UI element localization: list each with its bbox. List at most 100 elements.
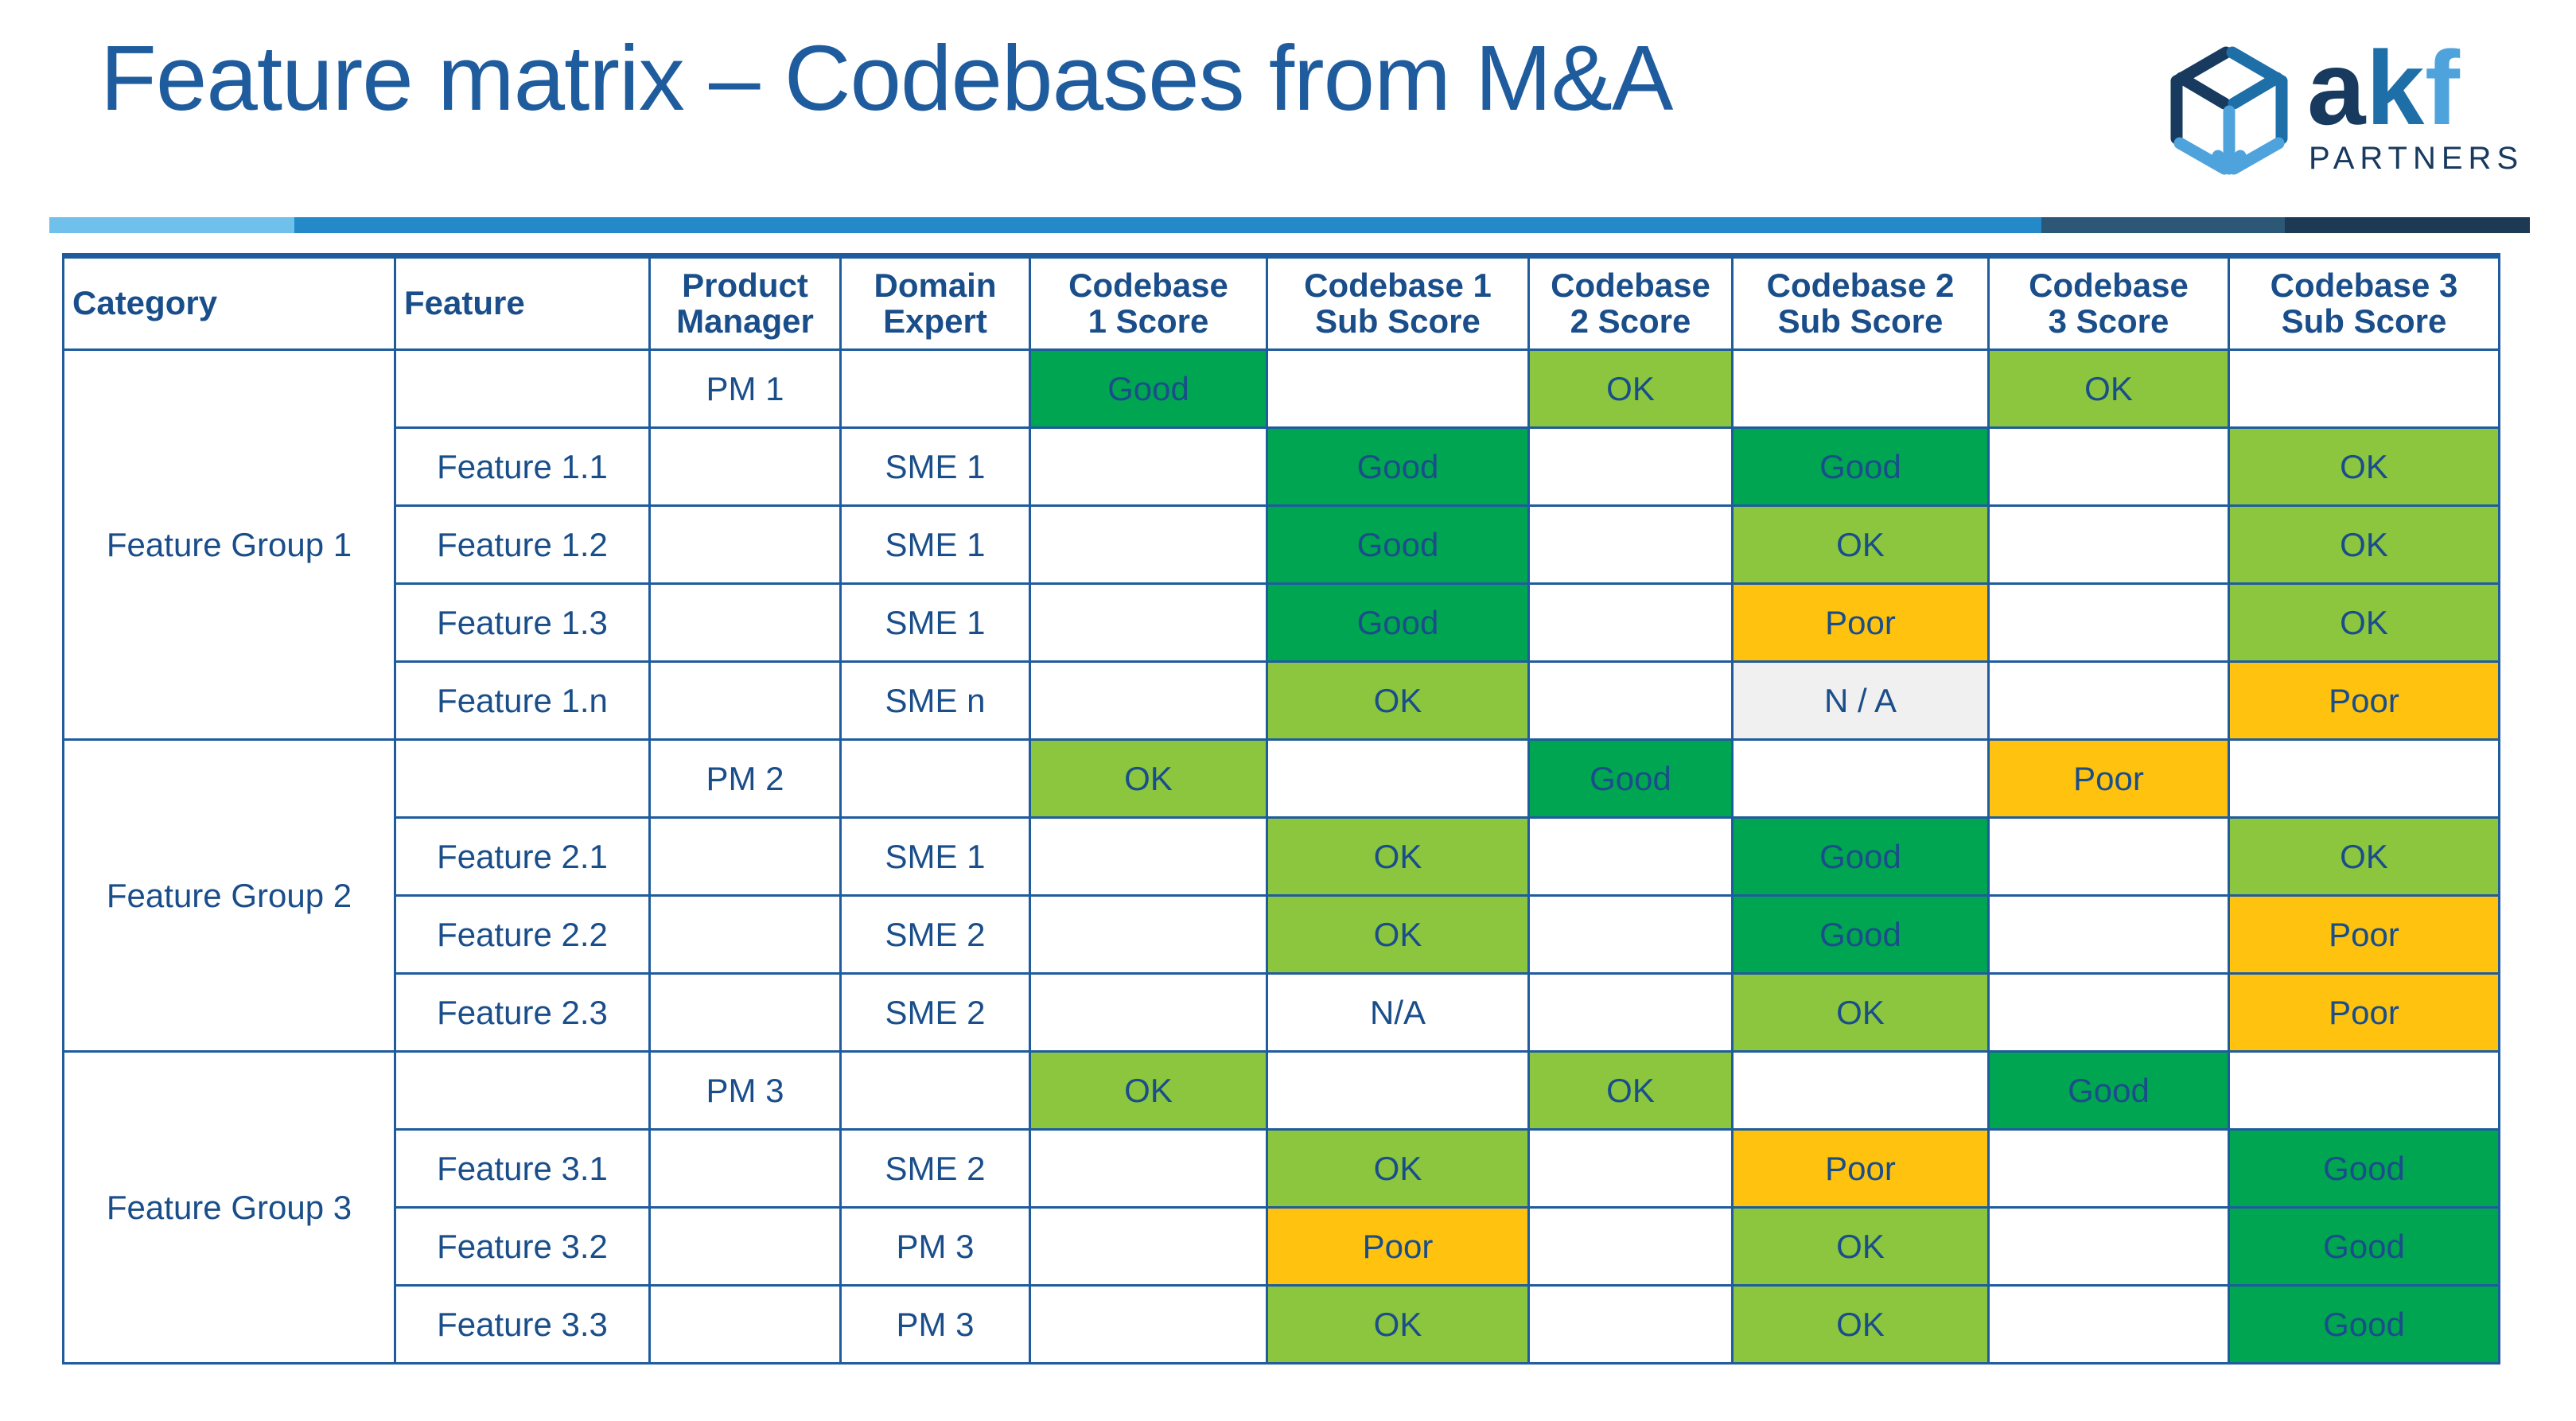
cell-codebase-2-score[interactable] — [1527, 504, 1734, 585]
cell-codebase-2-score[interactable] — [1527, 660, 1734, 741]
cell-codebase-2-sub-score[interactable]: Good — [1731, 894, 1990, 975]
cell-codebase-2-score[interactable] — [1527, 582, 1734, 663]
cell-codebase-3-sub-score[interactable]: Good — [2228, 1284, 2500, 1365]
cell-codebase-3-sub-score[interactable]: Poor — [2228, 894, 2500, 975]
cell-domain-expert[interactable]: SME 1 — [839, 816, 1031, 897]
cell-codebase-3-sub-score[interactable]: OK — [2228, 426, 2500, 507]
cell-codebase-3-score[interactable] — [1987, 660, 2230, 741]
cell-domain-expert[interactable]: PM 3 — [839, 1284, 1031, 1365]
cell-codebase-1-sub-score[interactable]: OK — [1266, 1128, 1530, 1209]
cell-codebase-1-sub-score[interactable]: N/A — [1266, 972, 1530, 1053]
cell-codebase-1-sub-score[interactable]: OK — [1266, 894, 1530, 975]
cell-feature[interactable]: Feature 2.2 — [394, 894, 651, 975]
cell-codebase-1-score[interactable]: Good — [1029, 348, 1268, 429]
cell-domain-expert[interactable]: PM 3 — [839, 1206, 1031, 1287]
cell-codebase-1-sub-score[interactable] — [1266, 1050, 1530, 1131]
cell-feature[interactable]: Feature 3.2 — [394, 1206, 651, 1287]
cell-codebase-1-score[interactable] — [1029, 816, 1268, 897]
cell-codebase-1-score[interactable]: OK — [1029, 738, 1268, 819]
cell-codebase-1-score[interactable] — [1029, 504, 1268, 585]
cell-feature[interactable]: Feature 1.3 — [394, 582, 651, 663]
cell-codebase-3-score[interactable] — [1987, 504, 2230, 585]
cell-feature[interactable]: Feature 1.n — [394, 660, 651, 741]
cell-codebase-1-sub-score[interactable] — [1266, 348, 1530, 429]
cell-codebase-1-sub-score[interactable]: OK — [1266, 660, 1530, 741]
cell-codebase-3-score[interactable] — [1987, 582, 2230, 663]
cell-codebase-1-sub-score[interactable]: OK — [1266, 1284, 1530, 1365]
cell-codebase-1-score[interactable] — [1029, 660, 1268, 741]
cell-codebase-1-sub-score[interactable]: Poor — [1266, 1206, 1530, 1287]
cell-feature[interactable]: Feature 1.1 — [394, 426, 651, 507]
cell-codebase-3-score[interactable] — [1987, 816, 2230, 897]
cell-codebase-3-score[interactable] — [1987, 894, 2230, 975]
cell-codebase-3-sub-score[interactable]: OK — [2228, 504, 2500, 585]
cell-codebase-2-sub-score[interactable]: Good — [1731, 816, 1990, 897]
cell-codebase-3-sub-score[interactable] — [2228, 738, 2500, 819]
cell-codebase-2-score[interactable]: OK — [1527, 348, 1734, 429]
cell-category[interactable]: Feature Group 1 — [62, 348, 396, 741]
cell-codebase-2-score[interactable] — [1527, 894, 1734, 975]
cell-domain-expert[interactable]: SME 2 — [839, 894, 1031, 975]
cell-codebase-2-sub-score[interactable]: N / A — [1731, 660, 1990, 741]
cell-codebase-1-score[interactable] — [1029, 582, 1268, 663]
cell-codebase-3-sub-score[interactable]: Good — [2228, 1128, 2500, 1209]
cell-category[interactable]: Feature Group 3 — [62, 1050, 396, 1365]
cell-codebase-3-sub-score[interactable]: OK — [2228, 582, 2500, 663]
cell-codebase-2-sub-score[interactable]: OK — [1731, 1284, 1990, 1365]
cell-codebase-2-sub-score[interactable]: OK — [1731, 1206, 1990, 1287]
cell-codebase-1-sub-score[interactable]: Good — [1266, 504, 1530, 585]
cell-domain-expert[interactable]: SME 1 — [839, 582, 1031, 663]
cell-product-manager[interactable]: PM 2 — [648, 738, 842, 819]
cell-feature[interactable]: Feature 1.2 — [394, 504, 651, 585]
cell-domain-expert[interactable]: SME 2 — [839, 972, 1031, 1053]
cell-codebase-3-score[interactable] — [1987, 1284, 2230, 1365]
cell-feature[interactable]: Feature 3.3 — [394, 1284, 651, 1365]
cell-codebase-3-score[interactable]: Good — [1987, 1050, 2230, 1131]
cell-codebase-3-score[interactable] — [1987, 426, 2230, 507]
cell-product-manager[interactable]: PM 1 — [648, 348, 842, 429]
cell-codebase-1-sub-score[interactable]: OK — [1266, 816, 1530, 897]
cell-codebase-1-sub-score[interactable] — [1266, 738, 1530, 819]
cell-domain-expert[interactable]: SME n — [839, 660, 1031, 741]
cell-codebase-2-sub-score[interactable] — [1731, 348, 1990, 429]
cell-codebase-1-score[interactable] — [1029, 1206, 1268, 1287]
cell-codebase-3-sub-score[interactable] — [2228, 1050, 2500, 1131]
cell-codebase-3-score[interactable]: Poor — [1987, 738, 2230, 819]
cell-codebase-1-score[interactable] — [1029, 426, 1268, 507]
cell-codebase-1-sub-score[interactable]: Good — [1266, 582, 1530, 663]
cell-codebase-2-sub-score[interactable] — [1731, 1050, 1990, 1131]
cell-codebase-2-score[interactable] — [1527, 1206, 1734, 1287]
cell-feature[interactable]: Feature 2.1 — [394, 816, 651, 897]
cell-category[interactable]: Feature Group 2 — [62, 738, 396, 1053]
cell-codebase-2-sub-score[interactable]: Poor — [1731, 582, 1990, 663]
cell-feature[interactable]: Feature 3.1 — [394, 1128, 651, 1209]
cell-codebase-2-sub-score[interactable]: OK — [1731, 972, 1990, 1053]
cell-codebase-2-sub-score[interactable]: OK — [1731, 504, 1990, 585]
cell-codebase-3-sub-score[interactable]: Good — [2228, 1206, 2500, 1287]
cell-codebase-1-score[interactable] — [1029, 972, 1268, 1053]
cell-feature[interactable]: Feature 2.3 — [394, 972, 651, 1053]
cell-domain-expert[interactable]: SME 1 — [839, 504, 1031, 585]
cell-product-manager[interactable]: PM 3 — [648, 1050, 842, 1131]
cell-codebase-3-sub-score[interactable]: Poor — [2228, 972, 2500, 1053]
cell-codebase-1-score[interactable] — [1029, 1128, 1268, 1209]
cell-codebase-2-score[interactable] — [1527, 1284, 1734, 1365]
cell-codebase-3-sub-score[interactable]: Poor — [2228, 660, 2500, 741]
cell-codebase-2-score[interactable]: OK — [1527, 1050, 1734, 1131]
cell-codebase-1-sub-score[interactable]: Good — [1266, 426, 1530, 507]
cell-codebase-2-score[interactable] — [1527, 426, 1734, 507]
cell-domain-expert[interactable]: SME 2 — [839, 1128, 1031, 1209]
cell-codebase-2-sub-score[interactable]: Poor — [1731, 1128, 1990, 1209]
cell-codebase-3-score[interactable] — [1987, 1206, 2230, 1287]
cell-codebase-2-score[interactable]: Good — [1527, 738, 1734, 819]
cell-codebase-3-sub-score[interactable] — [2228, 348, 2500, 429]
cell-codebase-2-sub-score[interactable]: Good — [1731, 426, 1990, 507]
cell-codebase-3-score[interactable] — [1987, 1128, 2230, 1209]
cell-domain-expert[interactable]: SME 1 — [839, 426, 1031, 507]
cell-codebase-3-sub-score[interactable]: OK — [2228, 816, 2500, 897]
cell-codebase-3-score[interactable] — [1987, 972, 2230, 1053]
cell-codebase-2-sub-score[interactable] — [1731, 738, 1990, 819]
cell-codebase-3-score[interactable]: OK — [1987, 348, 2230, 429]
cell-codebase-2-score[interactable] — [1527, 972, 1734, 1053]
cell-codebase-2-score[interactable] — [1527, 816, 1734, 897]
